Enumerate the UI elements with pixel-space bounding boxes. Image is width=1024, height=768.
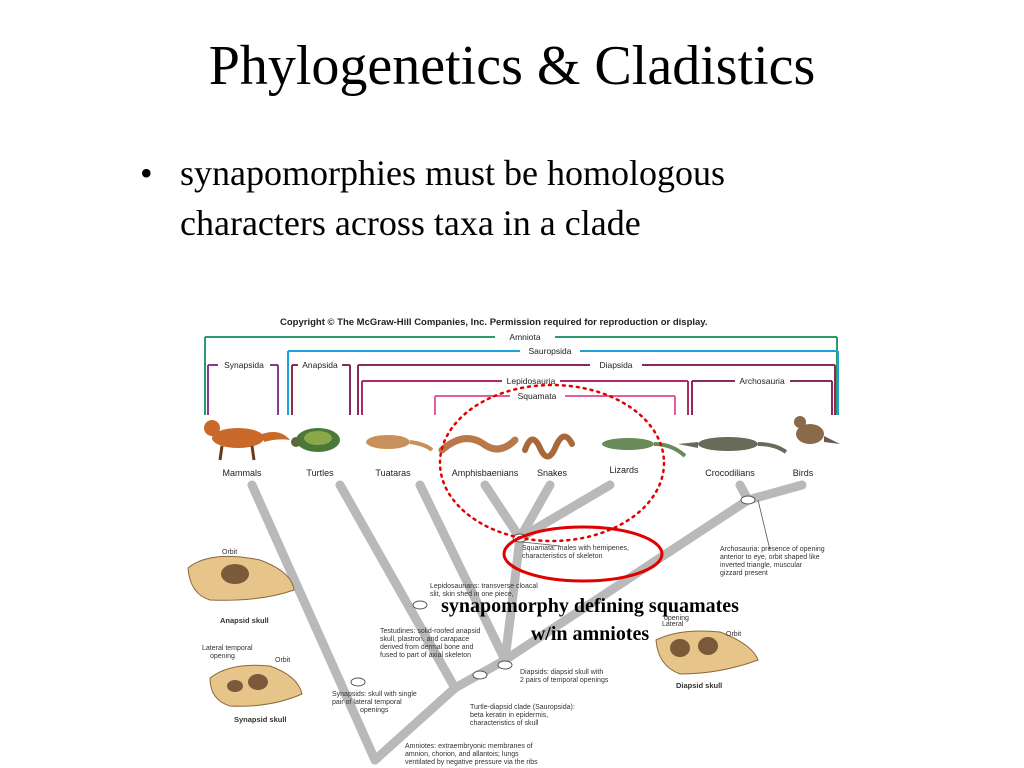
note-archosauria-line-4: gizzard present: [720, 570, 768, 577]
note-turtle-diapsid-line-3: characteristics of skull: [470, 720, 539, 727]
taxon-label-snakes: Snakes: [537, 468, 568, 478]
synapsid-opening-label: opening: [210, 653, 235, 660]
cladogram-tree: [247, 480, 807, 765]
note-lepidosaurians-line-2: slit, skin shed in one piece,: [430, 591, 514, 598]
clade-label-amniota: Amniota: [509, 332, 540, 342]
taxon-label-mammals: Mammals: [222, 468, 262, 478]
bullet-text-line-2: characters across taxa in a clade: [180, 203, 641, 243]
amphisbaenian-icon: [438, 435, 519, 454]
note-turtle-diapsid-line-1: Turtle-diapsid clade (Sauropsida):: [470, 704, 575, 711]
note-synapsids-line-3: openings: [360, 707, 389, 714]
bird-icon: [794, 416, 840, 444]
cladogram-figure: Copyright © The McGraw-Hill Companies, I…: [180, 310, 860, 768]
sauropsida-bracket: [287, 350, 839, 415]
synapsida-bracket: [207, 364, 279, 415]
note-squamata-line-2: characteristics of skeleton: [522, 553, 603, 560]
synapsid-skull-label: Synapsid skull: [234, 715, 287, 724]
diapsida-bracket: [357, 364, 836, 415]
note-testudines-line-4: fused to part of axial skeleton: [380, 652, 471, 659]
turtle-icon: [291, 428, 340, 452]
note-amniotes-line-1: Amniotes: extraembryonic membranes of: [405, 743, 533, 750]
lepidosauria-bracket: [361, 380, 689, 415]
clade-label-lepidosauria: Lepidosauria: [507, 376, 556, 386]
clade-label-synapsida: Synapsida: [224, 360, 264, 370]
note-diapsids-line-2: 2 pairs of temporal openings: [520, 677, 609, 684]
anapsid-skull: [187, 555, 295, 601]
anapsid-orbit-label: Orbit: [222, 549, 237, 556]
note-squamata-line-1: Squamata: males with hemipenes,: [522, 545, 629, 552]
note-synapsids-line-2: pair of lateral temporal: [332, 699, 402, 706]
note-lepidosaurians-line-1: Lepidosaurians: transverse cloacal: [430, 583, 538, 590]
annotation-line-1: synapomorphy defining squamates: [441, 595, 739, 617]
crocodile-icon: [678, 437, 788, 454]
clade-label-sauropsida: Sauropsida: [528, 346, 571, 356]
note-turtle-diapsid-line-2: beta keratin in epidermis,: [470, 712, 548, 719]
note-diapsids-line-1: Diapsids: diapsid skull with: [520, 669, 603, 676]
diapsid-opening-label: opening: [664, 615, 689, 622]
cladogram-svg: Copyright © The McGraw-Hill Companies, I…: [187, 317, 840, 766]
diapsid-orbit-label: Orbit: [726, 631, 741, 638]
diapsid-lateral-label: Lateral: [662, 621, 684, 628]
squamate-highlight-dotted-ellipse: [438, 383, 666, 543]
note-amniotes-line-2: amnion, chorion, and allantois; lungs: [405, 751, 519, 758]
taxon-label-tuataras: Tuataras: [375, 468, 411, 478]
taxon-label-amphisbaenians: Amphisbaenians: [452, 468, 519, 478]
synapomorphy-annotation: synapomorphy defining squamates w/in amn…: [330, 592, 850, 648]
snake-icon: [522, 433, 575, 460]
note-archosauria-line-3: inverted triangle, muscular: [720, 562, 803, 569]
bullet-marker: •: [140, 153, 153, 193]
mammal-fox-icon: [204, 420, 290, 461]
note-testudines-line-2: skull, plastron, and carapace: [380, 636, 469, 643]
diapsid-skull-label: Diapsid skull: [676, 681, 722, 690]
note-testudines-line-3: derived from dermal bone and: [380, 644, 473, 651]
synapsid-orbit-label: Orbit: [275, 657, 290, 664]
taxon-label-turtles: Turtles: [306, 468, 334, 478]
tuatara-icon: [366, 435, 434, 452]
clade-label-anapsida: Anapsida: [302, 360, 338, 370]
bullet-text-line-1: synapomorphies must be homologous: [180, 153, 725, 193]
note-archosauria-line-1: Archosauria: presence of opening: [720, 546, 825, 553]
note-archosauria-line-2: anterior to eye, orbit shaped like: [720, 554, 820, 561]
clade-label-diapsida: Diapsida: [599, 360, 632, 370]
anapsid-skull-label: Anapsid skull: [220, 616, 269, 625]
synapsid-lateral-temporal-label: Lateral temporal: [202, 645, 253, 652]
taxon-label-crocodilians: Crocodilians: [705, 468, 755, 478]
taxon-label-lizards: Lizards: [609, 465, 639, 475]
clade-label-archosauria: Archosauria: [739, 376, 785, 386]
taxon-label-birds: Birds: [793, 468, 814, 478]
note-synapsids-line-1: Synapsids: skull with single: [332, 691, 417, 698]
note-amniotes-line-3: ventilated by negative pressure via the …: [405, 759, 538, 766]
diapsid-skull: [655, 630, 759, 675]
synapsid-skull: [209, 664, 303, 707]
copyright-text: Copyright © The McGraw-Hill Companies, I…: [280, 317, 708, 328]
squamata-note-highlight-ellipse: [502, 525, 664, 583]
archosauria-bracket: [691, 380, 833, 415]
note-testudines-line-1: Testudines: solid-roofed anapsid: [380, 628, 481, 635]
anapsida-bracket: [291, 364, 351, 415]
slide-title: Phylogenetics & Cladistics: [208, 35, 816, 97]
lizard-icon: [602, 438, 687, 458]
squamata-bracket: [434, 395, 676, 415]
annotation-line-2: w/in amniotes: [530, 623, 650, 645]
bullet-text: synapomorphies must be homologous charac…: [180, 148, 900, 248]
clade-label-squamata: Squamata: [518, 391, 557, 401]
